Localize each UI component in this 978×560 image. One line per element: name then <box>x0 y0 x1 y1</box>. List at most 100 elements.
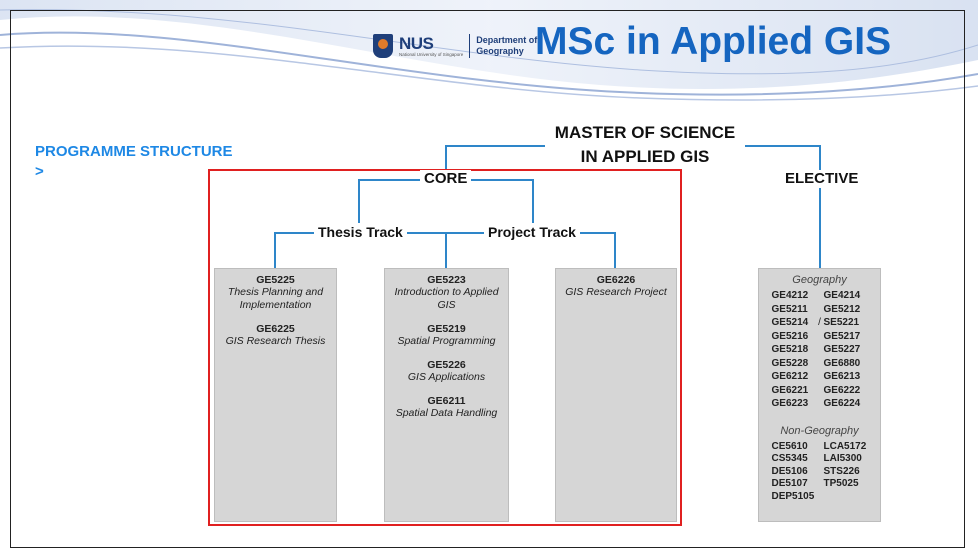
course-title: Spatial Data Handling <box>395 407 498 419</box>
course-code: DE5107 <box>771 478 808 489</box>
course-code: GE6225 <box>256 323 295 335</box>
connector-project-h <box>578 232 616 234</box>
course-code: GE6213 <box>823 371 861 382</box>
connector-core-left-v <box>358 179 360 223</box>
course-title: GIS Research Project <box>565 286 667 298</box>
course-code: SE5221 <box>823 317 860 328</box>
course-code: GE4212 <box>771 290 809 301</box>
project-track-node: Project Track <box>484 224 580 240</box>
course-code: GE5226 <box>427 359 466 371</box>
course-title: Introduction to Applied GIS <box>394 286 499 311</box>
course-separator <box>816 491 824 504</box>
department-line2: Geography <box>476 46 524 56</box>
course-separator <box>816 290 824 303</box>
course-item: GE5226 GIS Applications <box>385 359 508 384</box>
course-title: GIS Applications <box>407 371 486 383</box>
core-courses-panel: GE5223 Introduction to Applied GIS GE521… <box>384 268 509 522</box>
course-code: GE5212 <box>823 303 861 315</box>
connector-root-left-h <box>445 145 545 147</box>
course-title: GIS Research Thesis <box>225 335 326 347</box>
connector-mid-h <box>400 232 488 234</box>
connector-elective-v <box>819 188 821 268</box>
course-separator <box>816 331 824 344</box>
course-code <box>824 491 868 504</box>
elective-panel: Geography GE4212 GE4214 GE5211 GE5212 GE52… <box>758 268 881 522</box>
root-line1: MASTER OF SCIENCE <box>554 123 736 142</box>
connector-root-left-v <box>445 145 447 170</box>
non-geography-group-label: Non-Geography <box>780 424 859 437</box>
course-item: GE6226 GIS Research Project <box>556 274 676 299</box>
course-separator <box>816 385 824 398</box>
course-code: TP5025 <box>823 478 859 489</box>
course-separator <box>816 344 824 357</box>
course-code: GE6224 <box>823 398 861 409</box>
nus-subtitle: National University of Singapore <box>399 51 464 57</box>
course-code: LAI5300 <box>823 453 862 464</box>
course-code: GE6223 <box>771 398 809 409</box>
non-geography-course-grid: CE5610 LCA5172 CS5345 LAI5300 DE5106 STS226… <box>759 441 880 504</box>
course-separator <box>816 466 824 479</box>
course-title: Spatial Programming <box>397 335 496 347</box>
programme-root-node: MASTER OF SCIENCE IN APPLIED GIS <box>520 121 770 169</box>
root-line2: IN APPLIED GIS <box>580 147 710 166</box>
course-code: GE6212 <box>771 371 809 382</box>
course-code: LCA5172 <box>823 440 867 452</box>
course-code: GE5225 <box>256 274 295 286</box>
connector-project-v <box>614 232 616 268</box>
geography-group-label: Geography <box>792 274 847 286</box>
page-title: MSc in Applied GIS <box>535 20 892 63</box>
logo-divider <box>469 34 471 58</box>
slide-border <box>10 10 965 548</box>
course-code: GE6222 <box>823 384 861 396</box>
course-separator <box>816 304 824 317</box>
course-code: GE5216 <box>771 330 809 342</box>
course-code: GE6221 <box>771 384 809 396</box>
course-item: GE6211 Spatial Data Handling <box>385 395 508 420</box>
connector-mid-v <box>445 232 447 268</box>
course-item: GE5223 Introduction to Applied GIS <box>385 274 508 312</box>
course-separator <box>816 478 824 491</box>
course-code: DE5106 <box>771 465 808 477</box>
thesis-track-node: Thesis Track <box>314 224 407 240</box>
course-code: GE5211 <box>771 303 808 315</box>
course-code: GE5223 <box>427 274 466 286</box>
course-item: GE5225 Thesis Planning and Implementatio… <box>215 274 336 312</box>
thesis-track-panel: GE5225 Thesis Planning and Implementatio… <box>214 268 337 522</box>
course-code: GE6880 <box>823 357 861 369</box>
department-line1: Department of <box>476 35 538 45</box>
course-separator: / <box>818 317 821 328</box>
nus-logo: NUS National University of Singapore Dep… <box>373 34 537 58</box>
course-code: GE6211 <box>427 395 466 407</box>
nus-crest-icon <box>373 34 393 58</box>
header-wave-decoration <box>0 0 978 101</box>
course-item: GE5219 Spatial Programming <box>385 323 508 348</box>
connector-core-right-v <box>532 179 534 223</box>
course-code: CS5345 <box>771 453 808 464</box>
course-code: DEP5105 <box>771 490 815 502</box>
course-code: GE5227 <box>823 344 861 355</box>
course-code: CE5610 <box>771 440 808 452</box>
programme-structure-heading: PROGRAMME STRUCTURE <box>35 143 233 160</box>
project-track-panel: GE6226 GIS Research Project <box>555 268 677 522</box>
department-name: Department of Geography <box>476 35 537 57</box>
connector-thesis-h <box>274 232 316 234</box>
connector-root-right-v <box>819 145 821 170</box>
core-node: CORE <box>420 170 472 187</box>
course-separator <box>816 453 824 466</box>
course-code: GE4214 <box>823 290 861 301</box>
elective-node: ELECTIVE <box>785 170 859 187</box>
course-code: GE6226 <box>596 274 636 286</box>
connector-thesis-v <box>274 232 276 268</box>
course-separator <box>816 358 824 371</box>
course-title: Thesis Planning and Implementation <box>227 286 324 311</box>
nus-wordmark: NUS <box>399 33 434 53</box>
next-arrow[interactable]: > <box>35 163 44 180</box>
course-separator <box>816 371 824 384</box>
course-separator <box>816 441 824 454</box>
course-code: GE5217 <box>823 330 861 342</box>
course-code: STS226 <box>823 465 860 477</box>
connector-root-right-h <box>745 145 820 147</box>
course-code: GE5218 <box>771 344 809 355</box>
